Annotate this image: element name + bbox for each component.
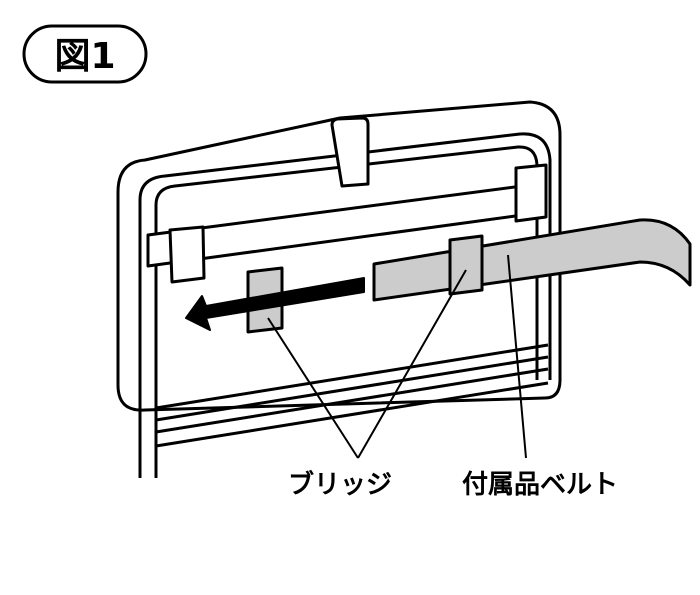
belt-label: 付属品ベルト (462, 470, 618, 500)
direction-arrow-icon (185, 277, 365, 331)
leader-belt (507, 254, 527, 459)
bottom-rails (155, 343, 549, 448)
top-clip (168, 116, 548, 284)
leader-lines (267, 254, 527, 459)
leader-bridge-left (267, 317, 359, 459)
figure-badge-label: 図1 (54, 36, 115, 77)
figure-badge: 図1 (22, 24, 148, 84)
bridge-right (448, 234, 484, 296)
leader-bridge-right (357, 269, 467, 459)
bridge-label: ブリッジ (288, 469, 392, 500)
